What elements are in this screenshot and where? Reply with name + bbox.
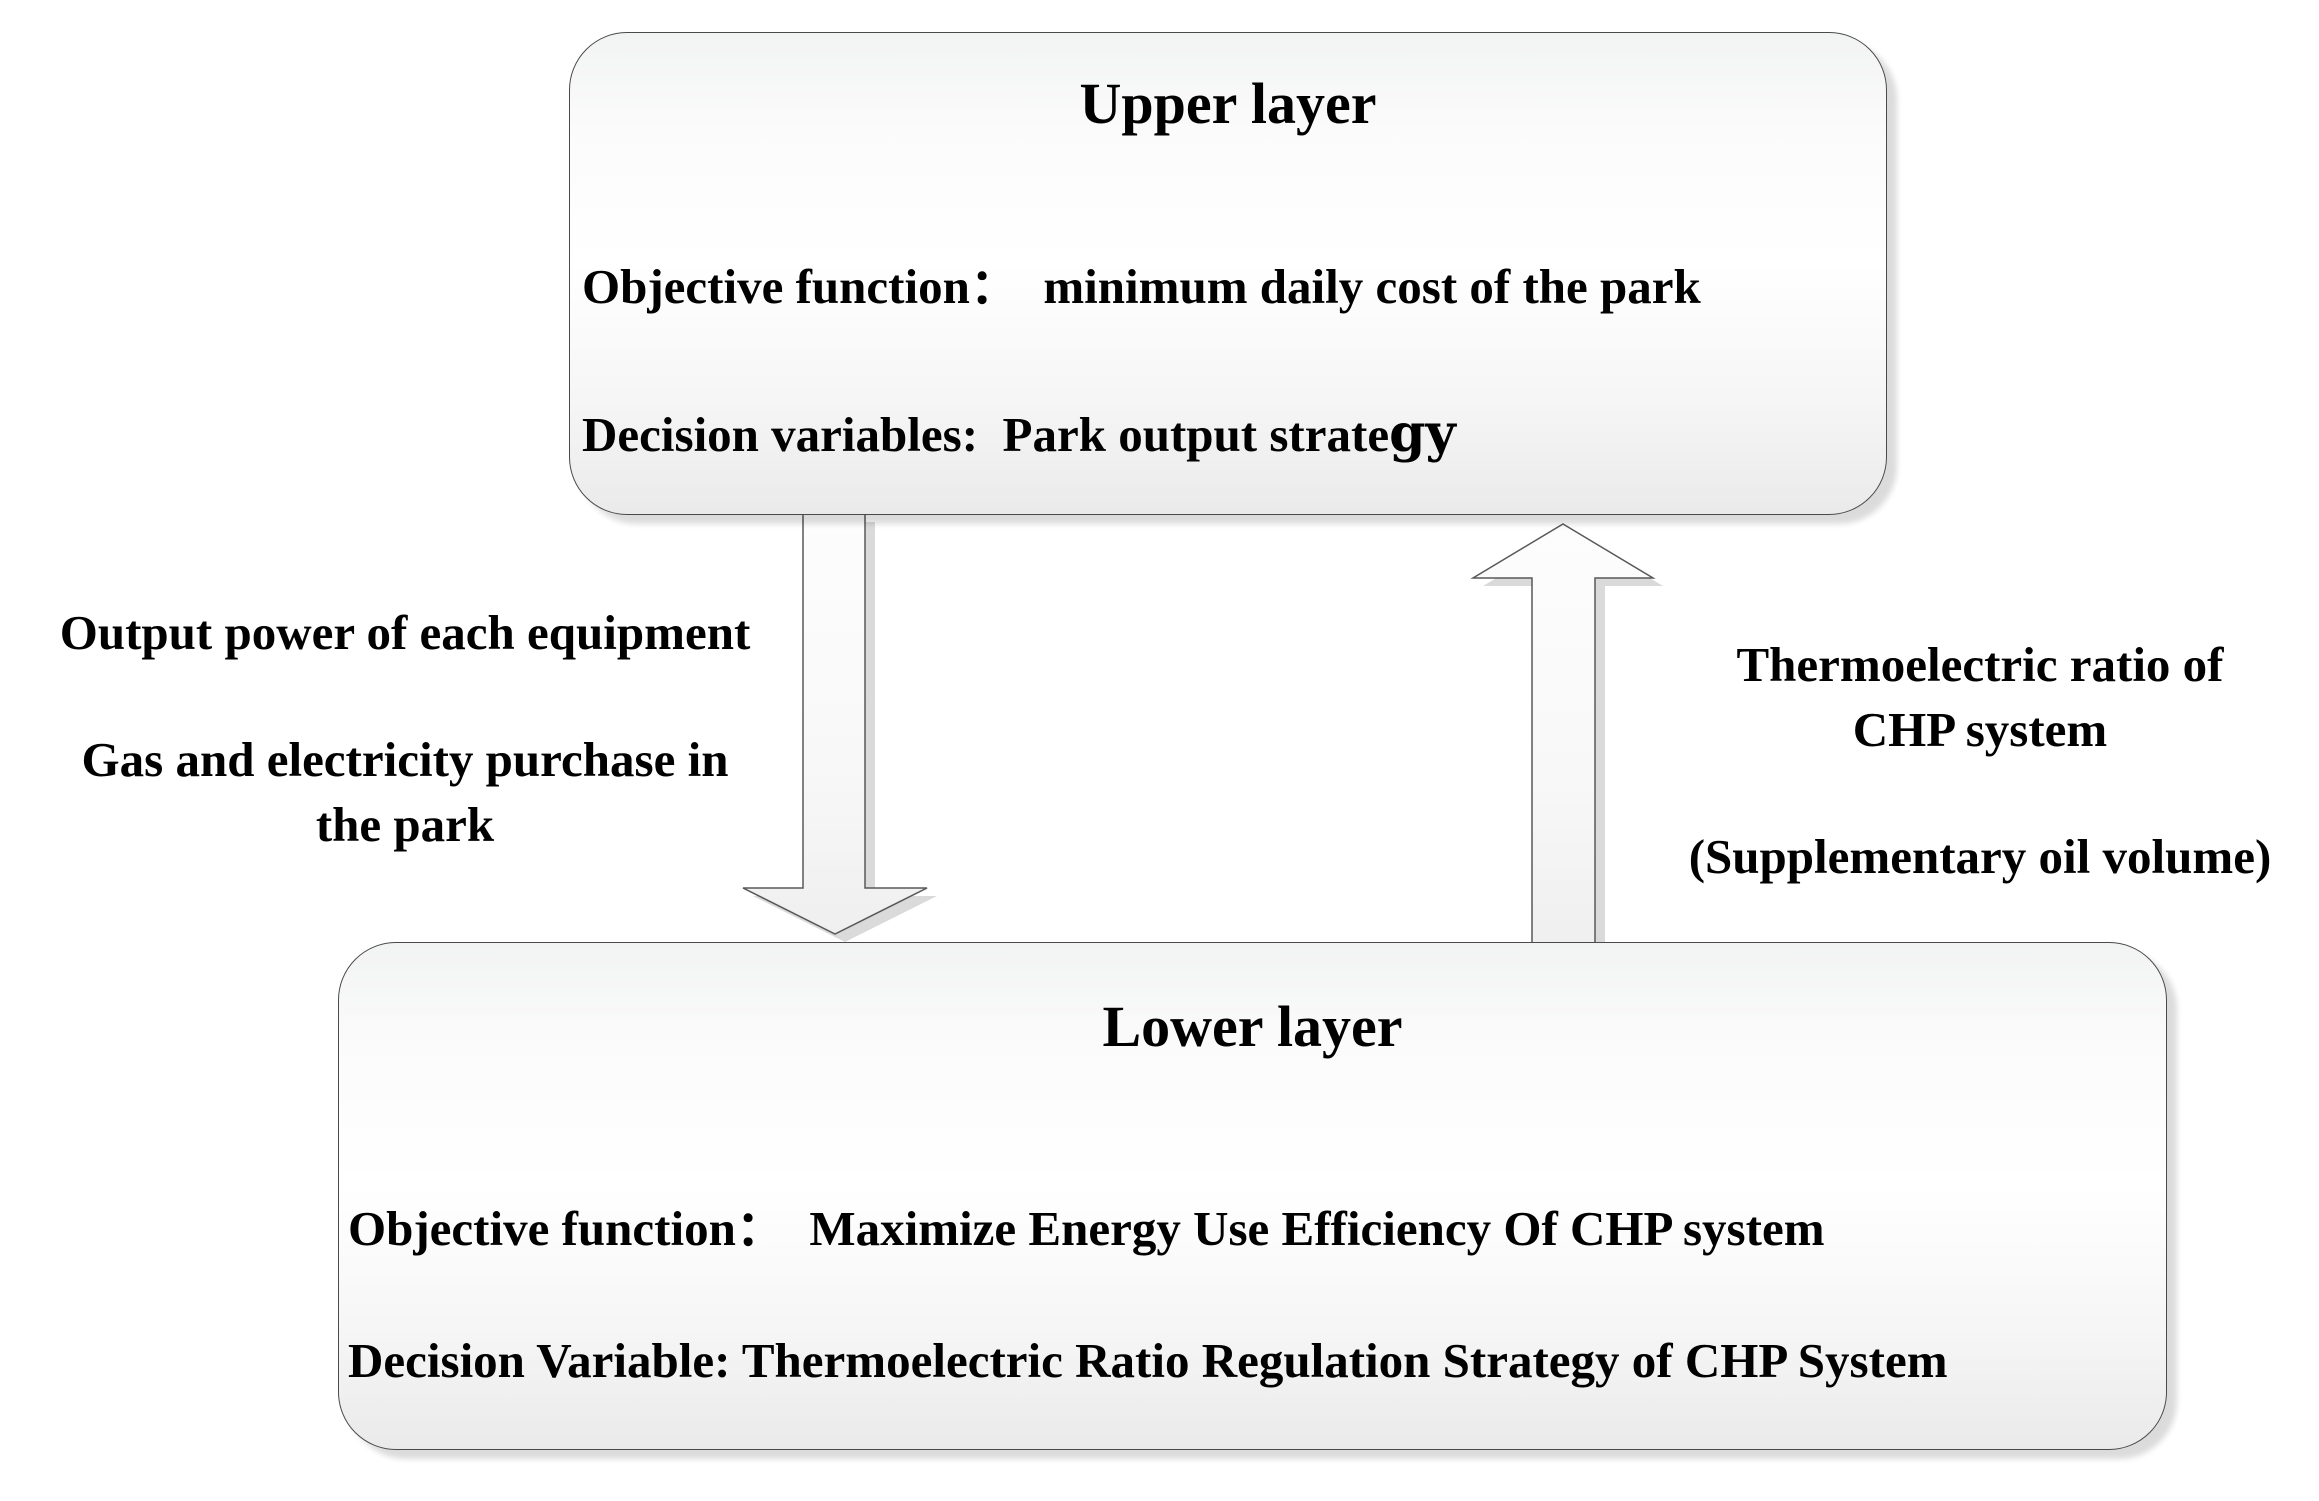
upper-decision-variables-suffix: gy xyxy=(1389,403,1456,464)
upper-objective-function-line: Objective function： minimum daily cost o… xyxy=(582,259,1701,314)
right-annotation-line-1: Thermoelectric ratio of xyxy=(1736,637,2224,692)
left-annotation-line-2: Gas and electricity purchase in xyxy=(81,732,729,787)
right-annotation-line-2: CHP system xyxy=(1852,702,2108,757)
arrow-up-icon xyxy=(1470,523,1663,958)
upper-decision-variables-line: Decision variables: Park output strategy xyxy=(582,403,1456,464)
arrow-down-body xyxy=(742,513,928,935)
lower-decision-variable-line: Decision Variable: Thermoelectric Ratio … xyxy=(348,1333,1948,1388)
upper-decision-variables-text: Decision variables: Park output strate xyxy=(582,407,1390,462)
lower-layer-title: Lower layer xyxy=(1102,994,1403,1059)
arrow-down-icon xyxy=(742,513,937,942)
upper-layer-box xyxy=(569,32,1887,515)
arrow-up-body xyxy=(1470,523,1656,951)
upper-layer-title: Upper layer xyxy=(1079,71,1377,136)
lower-layer-box xyxy=(338,942,2167,1450)
lower-objective-function-line: Objective function： Maximize Energy Use … xyxy=(348,1201,1825,1256)
right-annotation-line-3: (Supplementary oil volume) xyxy=(1688,829,2272,884)
left-annotation-line-3: the park xyxy=(315,797,495,852)
left-annotation-line-1: Output power of each equipment xyxy=(59,605,751,660)
